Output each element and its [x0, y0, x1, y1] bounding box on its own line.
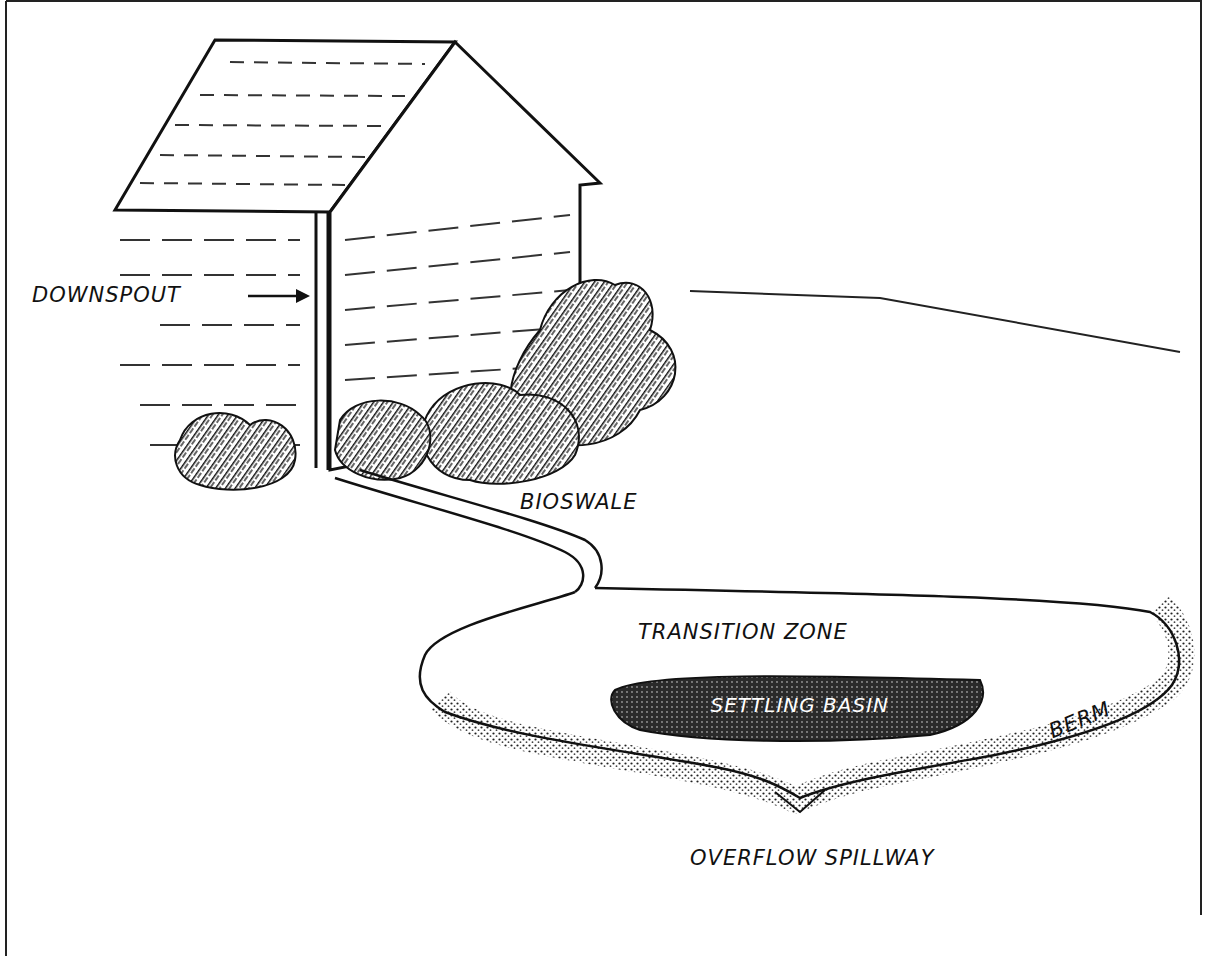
spillway-notch — [775, 790, 825, 812]
horizon-line — [690, 291, 1180, 352]
part-label: BIOSWALE — [520, 490, 638, 514]
bioswale-channel — [335, 470, 602, 592]
part-label: DOWNSPOUT — [32, 283, 181, 307]
downspout-pipe — [316, 212, 328, 470]
outline-path — [420, 588, 1179, 798]
frame — [6, 1, 1201, 956]
berm-band — [440, 605, 1181, 800]
shrubs — [175, 280, 675, 490]
zone-label: SETTLING BASIN — [711, 693, 890, 717]
settling-basin: SETTLING BASIN — [610, 670, 990, 740]
zone-label: TRANSITION ZONE — [638, 620, 848, 644]
part-label: OVERFLOW SPILLWAY — [690, 846, 935, 870]
leader-arrow — [248, 295, 300, 298]
transition-zone: TRANSITION ZONE SETTLING BASIN — [410, 570, 1200, 820]
outline-path — [611, 676, 983, 741]
arrow-head — [296, 289, 310, 303]
